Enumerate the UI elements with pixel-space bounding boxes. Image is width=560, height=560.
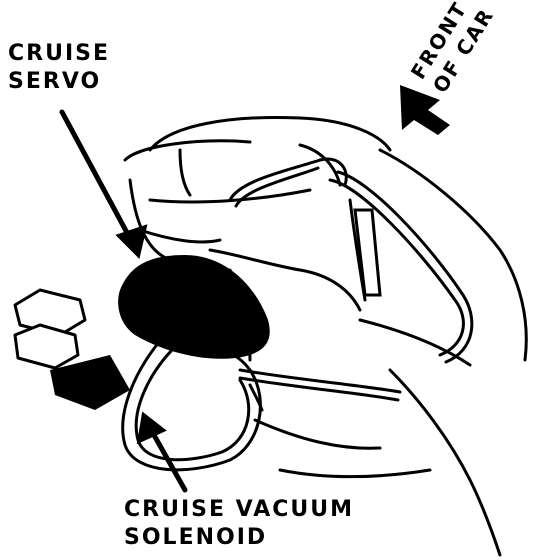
solenoid-label-line2: SOLENOID <box>124 525 268 550</box>
solenoid-arrowhead <box>136 411 167 445</box>
leader-lines <box>59 109 188 493</box>
cruise-vacuum-solenoid-label: CRUISE VACUUM SOLENOID <box>124 496 354 552</box>
cruise-servo-body <box>118 255 270 359</box>
vacuum-hoses <box>121 157 474 472</box>
servo-label-line2: SERVO <box>8 69 102 94</box>
solenoid-label-line1: CRUISE VACUUM <box>124 497 354 522</box>
front-arrow-icon <box>400 85 450 135</box>
solenoid-body <box>50 355 130 410</box>
servo-connector <box>13 288 87 370</box>
servo-arrowhead <box>115 224 148 259</box>
servo-label-line1: CRUISE <box>8 41 111 66</box>
cruise-servo-label: CRUISE SERVO <box>8 40 110 96</box>
